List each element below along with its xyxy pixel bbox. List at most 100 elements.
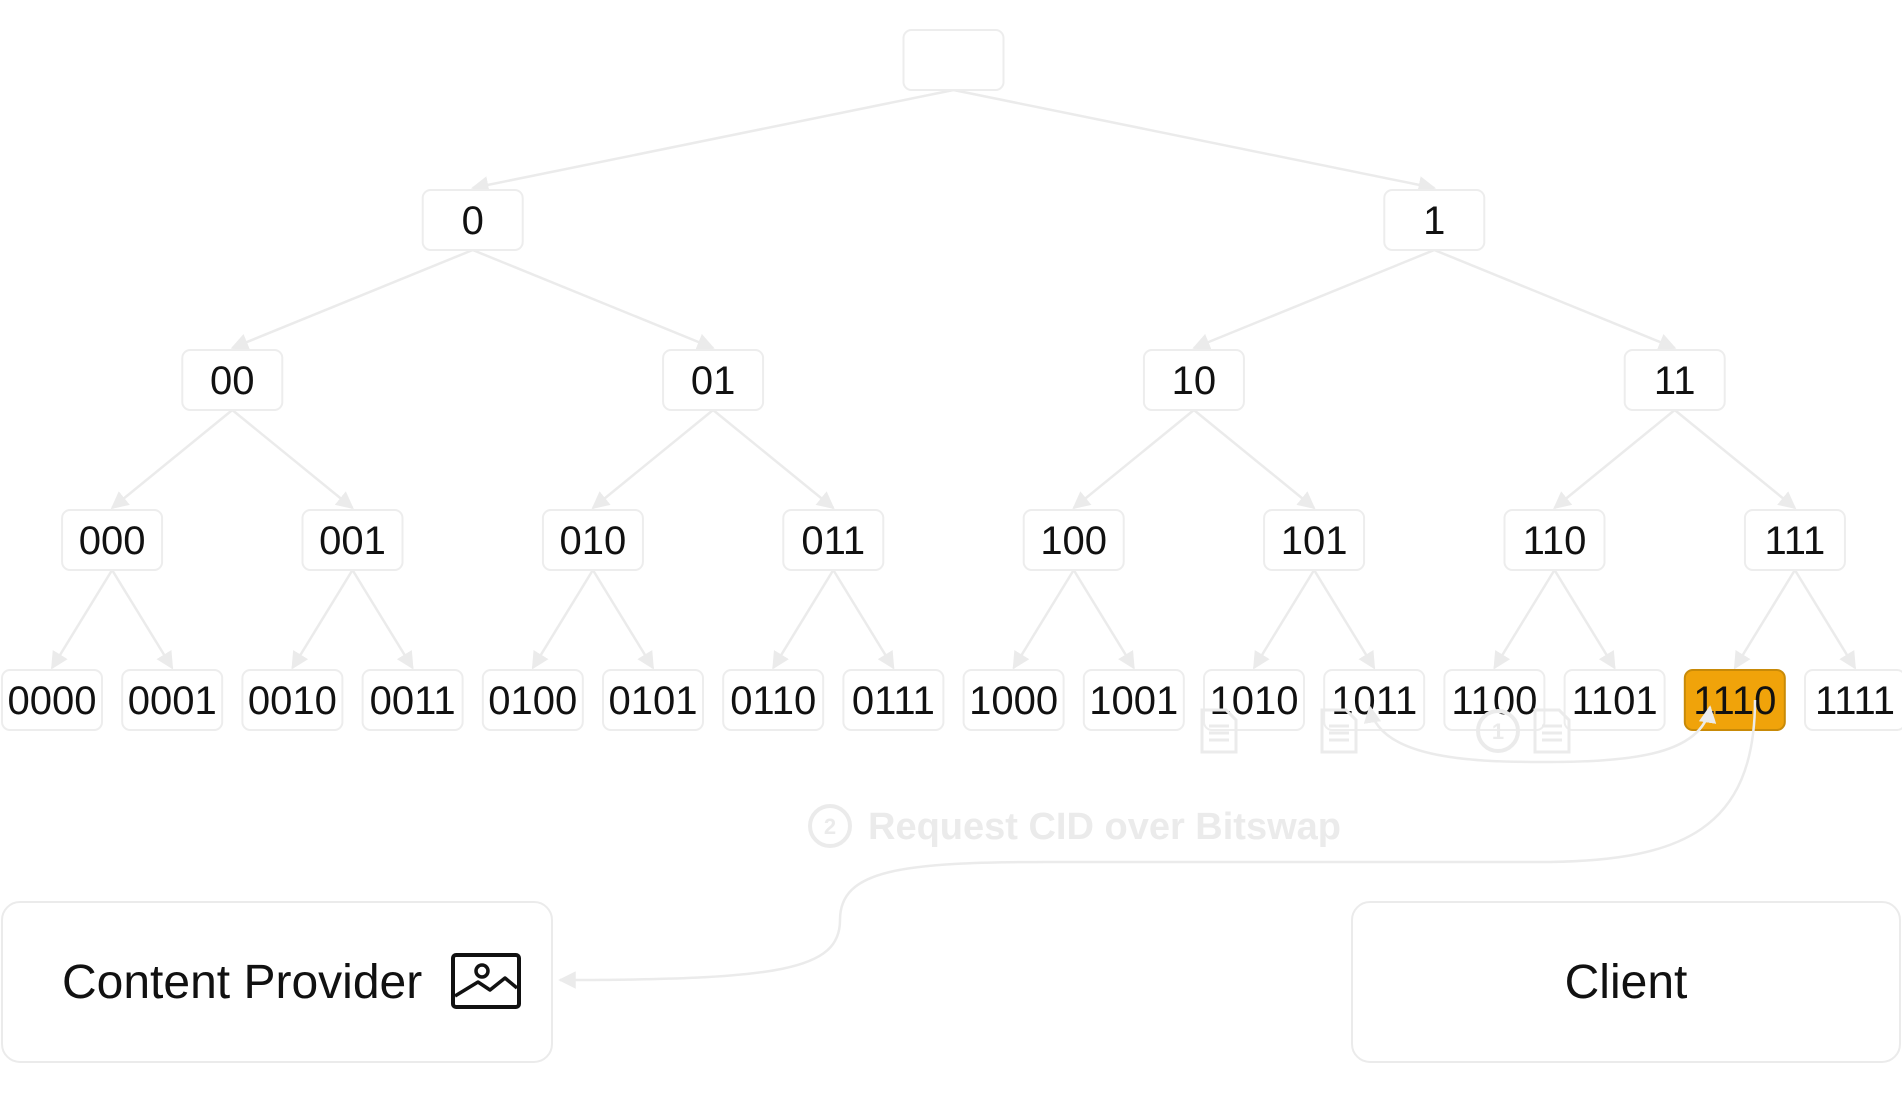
tree-node-label: 1100 — [1451, 679, 1537, 723]
tree-node[interactable]: 000 — [61, 509, 164, 571]
tree-edge — [1553, 569, 1616, 670]
tree-node-label: 10 — [1172, 359, 1217, 403]
tree-node-highlighted[interactable]: 1110 — [1683, 669, 1786, 731]
tree-node[interactable]: 1000 — [962, 669, 1065, 731]
tree-node[interactable]: 101 — [1263, 509, 1366, 571]
tree-node-label: 0 — [462, 199, 484, 243]
tree-node[interactable]: 1001 — [1082, 669, 1185, 731]
tree-node-label: 0001 — [128, 679, 217, 723]
tree-node-label: 11 — [1654, 359, 1696, 403]
tree-node[interactable]: 0000 — [1, 669, 103, 731]
tree-node[interactable]: 110 — [1503, 509, 1606, 571]
tree-edge — [1673, 409, 1797, 510]
tree-edge — [1193, 409, 1316, 510]
tree-edge — [1433, 248, 1677, 351]
tree-edge — [50, 569, 114, 670]
tree-node-label: 1001 — [1089, 679, 1178, 723]
step-2-badge: 2 — [808, 804, 852, 848]
step-1-number: 1 — [1492, 719, 1504, 744]
step-2-arrow — [558, 699, 1757, 989]
tree-node[interactable]: 10 — [1142, 349, 1245, 411]
tree-node[interactable]: 1010 — [1203, 669, 1305, 731]
tree-node-label: 111 — [1764, 519, 1825, 563]
tree-edge — [953, 88, 1437, 194]
tree-edge — [1553, 409, 1676, 510]
tree-node-label: 0100 — [488, 679, 577, 723]
tree-node[interactable]: 0 — [421, 189, 524, 251]
tree-node-label: 0110 — [730, 679, 816, 723]
tree-node-label: 0011 — [370, 679, 456, 723]
tree-edge — [1493, 569, 1556, 670]
tree-edge — [111, 569, 174, 670]
tree-node-label: 0000 — [8, 679, 97, 723]
tree-node[interactable]: 0101 — [602, 669, 704, 731]
tree-node-label: 100 — [1040, 519, 1107, 563]
step-2-number: 2 — [824, 814, 836, 839]
tree-node[interactable]: 010 — [541, 509, 644, 571]
tree-node-label: 0010 — [248, 679, 337, 723]
tree-node[interactable]: 0100 — [481, 669, 584, 731]
tree-edge — [712, 409, 835, 510]
tree-node-label: 00 — [210, 359, 255, 403]
tree-node[interactable]: 1111 — [1804, 669, 1902, 731]
tree-edge — [591, 409, 714, 510]
document-icon — [1200, 708, 1238, 754]
tree-edge — [531, 569, 594, 670]
tree-edge — [231, 409, 354, 510]
tree-edge — [1252, 569, 1316, 670]
tree-node-label: 0101 — [609, 679, 698, 723]
tree-node[interactable]: 1 — [1383, 189, 1486, 251]
tree-edge — [291, 569, 354, 670]
tree-node[interactable]: 0010 — [241, 669, 344, 731]
tree-edge — [1313, 569, 1376, 670]
tree-node[interactable]: 11 — [1623, 349, 1726, 411]
tree-edge — [1192, 248, 1435, 351]
tree-edge — [832, 569, 895, 670]
tree-node-label: 01 — [691, 359, 736, 403]
tree-node-label: 010 — [560, 519, 627, 563]
client-box[interactable]: Client — [1351, 901, 1901, 1063]
tree-node[interactable]: 1101 — [1563, 669, 1666, 731]
tree-node[interactable]: 100 — [1022, 509, 1125, 571]
tree-edge — [1793, 569, 1857, 670]
tree-node[interactable]: 011 — [782, 509, 885, 571]
tree-edge — [470, 88, 954, 194]
tree-edge — [591, 569, 655, 670]
tree-edge — [1733, 569, 1796, 670]
tree-edge — [110, 409, 234, 510]
tree-node-label: 101 — [1281, 519, 1348, 563]
content-provider-box[interactable]: Content Provider — [1, 901, 553, 1063]
tree-node-label: 001 — [319, 519, 386, 563]
tree-node[interactable]: 0111 — [842, 669, 945, 731]
tree-node-label: 1101 — [1572, 679, 1658, 723]
tree-node[interactable]: 111 — [1743, 509, 1846, 571]
tree-node[interactable]: 001 — [301, 509, 404, 571]
tree-node-root[interactable] — [902, 29, 1005, 91]
tree-node[interactable]: 0001 — [121, 669, 224, 731]
tree-node-label: 000 — [79, 519, 146, 563]
tree-node-label: 011 — [801, 519, 865, 563]
tree-edge — [1072, 409, 1195, 510]
tree-edge — [1012, 569, 1075, 670]
tree-edge — [1072, 569, 1135, 670]
tree-edge — [472, 248, 715, 351]
tree-node-label: 1000 — [969, 679, 1058, 723]
tree-node[interactable]: 01 — [662, 349, 765, 411]
tree-node-label: 1111 — [1815, 679, 1895, 723]
client-label: Client — [1565, 956, 1688, 1009]
image-icon — [451, 953, 521, 1009]
tree-edge — [772, 569, 835, 670]
tree-node[interactable]: 0110 — [722, 669, 825, 731]
document-icon — [1320, 708, 1358, 754]
tree-node[interactable]: 00 — [181, 349, 284, 411]
tree-node-label: 0111 — [852, 679, 935, 723]
step-2-label: Request CID over Bitswap — [868, 806, 1341, 848]
tree-edges — [50, 88, 1857, 670]
content-provider-label: Content Provider — [62, 956, 422, 1009]
tree-node[interactable]: 0011 — [361, 669, 464, 731]
step-1-arrow — [1363, 705, 1717, 764]
tree-node-label: 1 — [1423, 199, 1445, 243]
tree-node-label: 110 — [1523, 519, 1587, 563]
